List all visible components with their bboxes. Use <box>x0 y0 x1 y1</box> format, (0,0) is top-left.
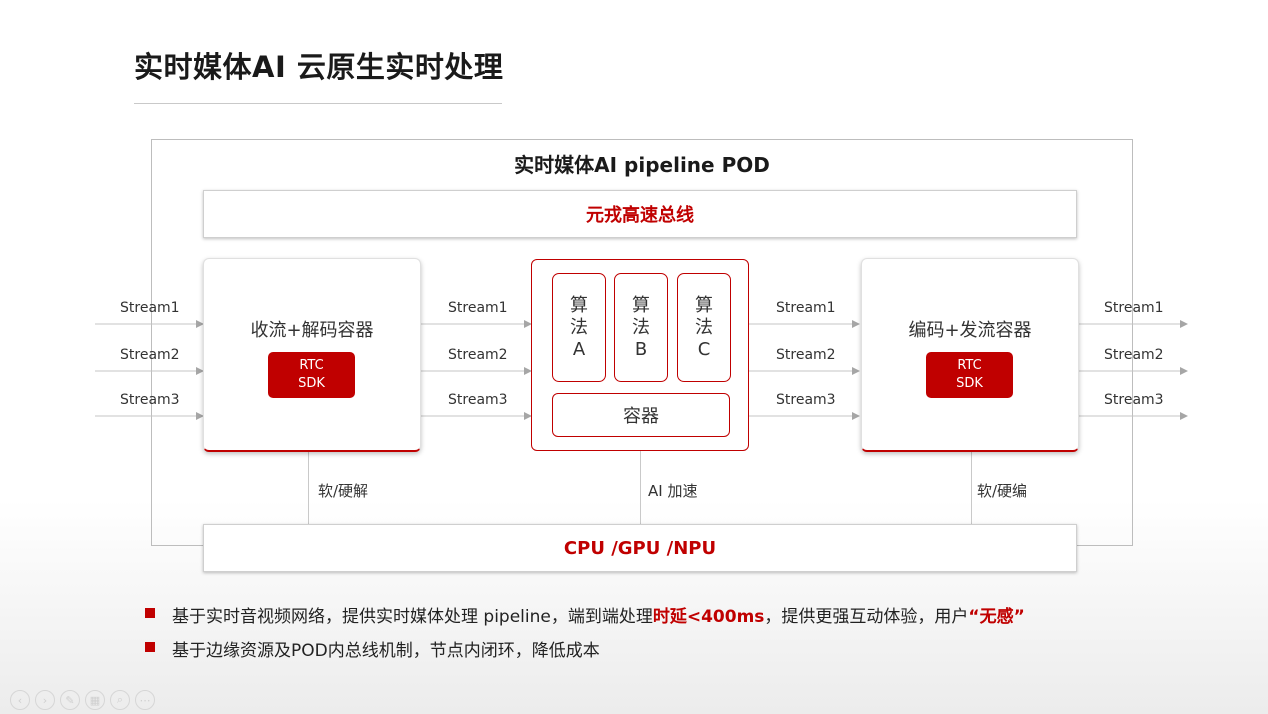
algorithm-container-label: 容器 <box>552 393 730 437</box>
processed-stream-2: Stream2 <box>776 347 836 363</box>
pen-icon[interactable]: ✎ <box>60 690 80 710</box>
algorithm-b: 算 法 B <box>614 273 668 382</box>
pod-title: 实时媒体AI pipeline POD <box>514 153 770 177</box>
algo-char: 算 <box>570 294 588 316</box>
slide-title: 实时媒体AI 云原生实时处理 <box>134 50 504 84</box>
decode-connector <box>308 452 309 524</box>
processed-stream-1: Stream1 <box>776 300 836 316</box>
rtc-sdk-badge: RTC SDK <box>268 352 355 398</box>
output-stream-1: Stream1 <box>1104 300 1164 316</box>
bullet-1-text: 基于实时音视频网络，提供实时媒体处理 pipeline，端到端处理 <box>172 607 653 627</box>
algo-id: C <box>697 338 711 360</box>
sdk-line-1: RTC <box>299 358 324 373</box>
bullet-1: 基于实时音视频网络，提供实时媒体处理 pipeline，端到端处理时延<400m… <box>172 602 1025 627</box>
seamless-highlight: “无感” <box>968 607 1025 627</box>
bullet-marker <box>145 608 155 618</box>
hardware-bar: CPU /GPU /NPU <box>203 524 1077 572</box>
output-stream-2: Stream2 <box>1104 347 1164 363</box>
encode-connector <box>971 452 972 524</box>
encode-container: 编码+发流容器 RTC SDK <box>861 258 1079 452</box>
grid-icon[interactable]: ▦ <box>85 690 105 710</box>
sdk-line-2: SDK <box>298 376 325 391</box>
bus-bar: 元戎高速总线 <box>203 190 1077 238</box>
input-stream-1: Stream1 <box>120 300 180 316</box>
zoom-icon[interactable]: ⌕ <box>110 690 130 710</box>
sdk-line-2: SDK <box>956 376 983 391</box>
algo-char: 法 <box>695 316 713 338</box>
output-stream-3: Stream3 <box>1104 392 1164 408</box>
bullet-2: 基于边缘资源及POD内总线机制，节点内闭环，降低成本 <box>172 641 600 661</box>
encode-mode-label: 软/硬编 <box>977 482 1028 500</box>
algo-id: A <box>572 338 586 360</box>
input-stream-2: Stream2 <box>120 347 180 363</box>
algorithm-c: 算 法 C <box>677 273 731 382</box>
encode-container-label: 编码+发流容器 <box>908 320 1032 341</box>
decode-mode-label: 软/硬解 <box>318 482 369 500</box>
algo-connector <box>640 451 641 524</box>
title-divider <box>134 103 502 104</box>
sdk-line-1: RTC <box>957 358 982 373</box>
algo-char: 算 <box>695 294 713 316</box>
decode-container-label: 收流+解码容器 <box>250 320 374 341</box>
decoded-stream-1: Stream1 <box>448 300 508 316</box>
back-icon[interactable]: ‹ <box>10 690 30 710</box>
slide-navigation: ‹ › ✎ ▦ ⌕ ⋯ <box>10 690 155 710</box>
algorithm-a: 算 法 A <box>552 273 606 382</box>
decoded-stream-3: Stream3 <box>448 392 508 408</box>
more-icon[interactable]: ⋯ <box>135 690 155 710</box>
rtc-sdk-badge: RTC SDK <box>926 352 1013 398</box>
algo-char: 算 <box>632 294 650 316</box>
processed-stream-3: Stream3 <box>776 392 836 408</box>
forward-icon[interactable]: › <box>35 690 55 710</box>
decoded-stream-2: Stream2 <box>448 347 508 363</box>
algo-id: B <box>634 338 648 360</box>
ai-acceleration-label: AI 加速 <box>648 482 698 500</box>
input-stream-3: Stream3 <box>120 392 180 408</box>
bullet-marker <box>145 642 155 652</box>
decode-container: 收流+解码容器 RTC SDK <box>203 258 421 452</box>
latency-highlight: 时延<400ms <box>652 607 765 627</box>
algo-char: 法 <box>632 316 650 338</box>
bullet-1-middle: ，提供更强互动体验，用户 <box>764 607 969 627</box>
algorithm-container: 算 法 A 算 法 B 算 法 C 容器 <box>531 259 749 451</box>
algo-char: 法 <box>570 316 588 338</box>
